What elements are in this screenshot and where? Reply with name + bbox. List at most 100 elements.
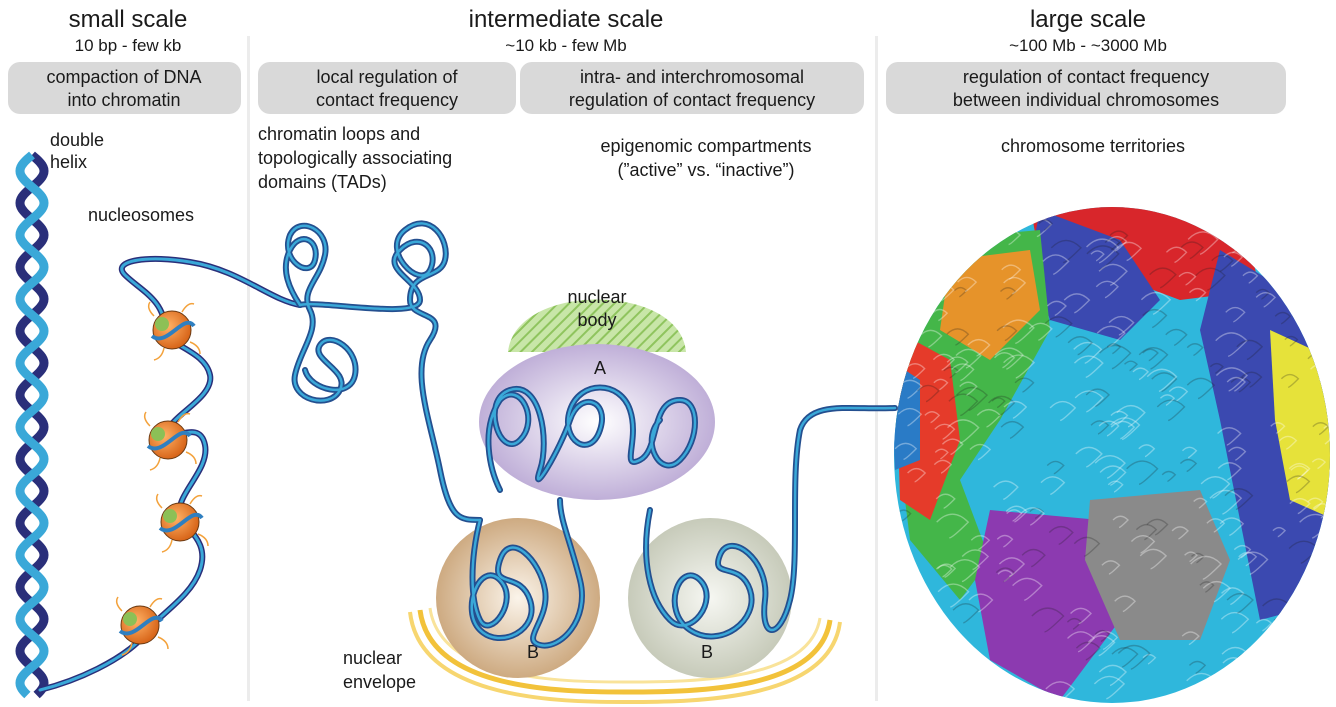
territory-fiber-squiggle (1046, 300, 1067, 317)
territory-fiber-squiggle (916, 661, 950, 687)
territory-fiber-squiggle (1224, 488, 1254, 510)
territory-fiber-squiggle (1044, 316, 1073, 338)
territory-fiber-squiggle (1188, 287, 1207, 302)
territory-fiber-squiggle (1238, 551, 1258, 567)
territory-fiber-squiggle (1186, 377, 1216, 400)
territory-fiber-squiggle (896, 682, 923, 703)
territory-fiber-squiggle (1223, 251, 1244, 267)
territory-fiber-squiggle (994, 347, 1024, 370)
double-helix-label-line-1: double (50, 130, 104, 150)
territory-fiber-squiggle (934, 448, 949, 460)
territory-fiber-squiggle (895, 303, 922, 323)
territory-fiber-squiggle (1242, 271, 1259, 284)
territory-fiber-squiggle (917, 384, 940, 403)
double-helix-label-line-2: helix (50, 152, 87, 172)
territory-fiber-squiggle (951, 363, 975, 382)
nuclear-body-label-line-2: body (577, 310, 616, 330)
territory-fiber-squiggle (1109, 230, 1129, 245)
nucleosomes-label: nucleosomes (88, 205, 194, 225)
territory-fiber-squiggle (1110, 410, 1129, 425)
territory-fiber-squiggle (1003, 400, 1028, 419)
territory-fiber-squiggle (1272, 526, 1287, 538)
territory-fiber-squiggle (1095, 280, 1119, 299)
territory-fiber-squiggle (1086, 245, 1120, 271)
territory-fiber-squiggle (933, 459, 953, 474)
territory-fiber-squiggle (904, 363, 926, 379)
territory-fiber-squiggle (1074, 390, 1104, 413)
territory-fiber-squiggle (1159, 394, 1176, 406)
chromatin-thread-highlight-5 (644, 406, 897, 638)
territory-fiber-squiggle (1149, 267, 1177, 289)
territory-fiber-squiggle (1221, 587, 1245, 606)
territory-fiber-squiggle (1094, 454, 1126, 479)
territory-fiber-squiggle (1130, 535, 1156, 554)
territory-fiber-squiggle (1184, 551, 1198, 563)
territory-fiber-squiggle (1255, 288, 1271, 300)
chromatin-thread-highlight-2 (284, 224, 357, 402)
territory-fiber-squiggle (1165, 246, 1188, 264)
territory-fiber-squiggle (1181, 631, 1200, 646)
territory-fiber-squiggle (941, 438, 964, 456)
territory-fiber-squiggle (952, 208, 982, 231)
territory-fiber-squiggle (1135, 523, 1158, 541)
territory-fiber-squiggle (1280, 373, 1300, 388)
territory-fiber-squiggle (1092, 630, 1119, 651)
territory-fiber-squiggle (1226, 376, 1247, 392)
territory-fiber-squiggle (1142, 653, 1157, 665)
territory-fiber-squiggle (1201, 685, 1216, 697)
territory-fiber-squiggle (948, 263, 966, 277)
territory-fiber-squiggle (1049, 400, 1077, 422)
territory-fiber-squiggle (1099, 344, 1132, 370)
territory-fiber-squiggle (935, 564, 953, 578)
nucleosome-3 (155, 493, 209, 553)
territory-fiber-squiggle (1327, 618, 1330, 640)
territory-fiber-squiggle (967, 338, 991, 357)
territory-fiber-squiggle (901, 589, 924, 607)
territory-fiber-squiggle (1325, 513, 1330, 537)
nuclear-body (508, 299, 686, 352)
territory-fiber-squiggle (1314, 593, 1330, 618)
territory-fiber-squiggle (1230, 376, 1252, 393)
territory-fiber-squiggle (1217, 427, 1242, 446)
divider-right (875, 36, 878, 701)
territory-fiber-squiggle (955, 348, 982, 369)
territory-fiber-squiggle (1200, 476, 1231, 499)
territory-fiber-squiggle (1299, 218, 1330, 242)
territory-fiber-squiggle (1070, 607, 1092, 625)
territory-fiber-squiggle (1225, 306, 1246, 323)
territory-fiber-squiggle (901, 594, 916, 605)
territory-fiber-squiggle (1038, 219, 1054, 231)
territory-fiber-squiggle (1093, 675, 1126, 700)
territory-fiber-squiggle (1075, 446, 1103, 468)
territory-fiber-squiggle (971, 240, 989, 253)
territory-fiber-squiggle (934, 423, 956, 440)
territory-fiber-squiggle (1003, 276, 1027, 295)
territory-fiber-squiggle (988, 395, 1016, 417)
intra-inter-label-box (520, 62, 864, 114)
territory-fiber-squiggle (1186, 343, 1204, 357)
territory-fiber-squiggle (967, 207, 998, 227)
territory-fiber-squiggle (1255, 618, 1273, 632)
territory-fiber-squiggle (1199, 581, 1215, 593)
chromatin-thread-highlight-1 (298, 222, 482, 522)
intra-box-line-2: regulation of contact frequency (569, 90, 815, 110)
territory-fiber-squiggle (1179, 458, 1198, 473)
local-box-line-1: local regulation of (316, 67, 458, 87)
territory-fiber-squiggle (1289, 497, 1311, 515)
territory-fiber-squiggle (1306, 597, 1328, 615)
territory-fiber-squiggle (1165, 328, 1188, 346)
nuclear-body-label-line-1: nuclear (567, 287, 626, 307)
territory-fiber-squiggle (1180, 241, 1204, 260)
territory-fiber-squiggle (1067, 631, 1096, 653)
territory-fiber-squiggle (1063, 293, 1091, 314)
territory-fiber-squiggle (997, 569, 1014, 583)
territory-fiber-squiggle (1104, 238, 1121, 251)
territory-fiber-squiggle (996, 534, 1014, 548)
territory-fiber-squiggle (1146, 368, 1178, 392)
territory-fiber-squiggle (1220, 611, 1250, 634)
territory-fiber-squiggle (1188, 660, 1207, 674)
territory-purple (975, 510, 1120, 700)
territory-fiber-squiggle (1195, 267, 1226, 291)
territory-fiber-squiggle (1190, 552, 1205, 564)
territory-fiber-squiggle (949, 559, 981, 583)
